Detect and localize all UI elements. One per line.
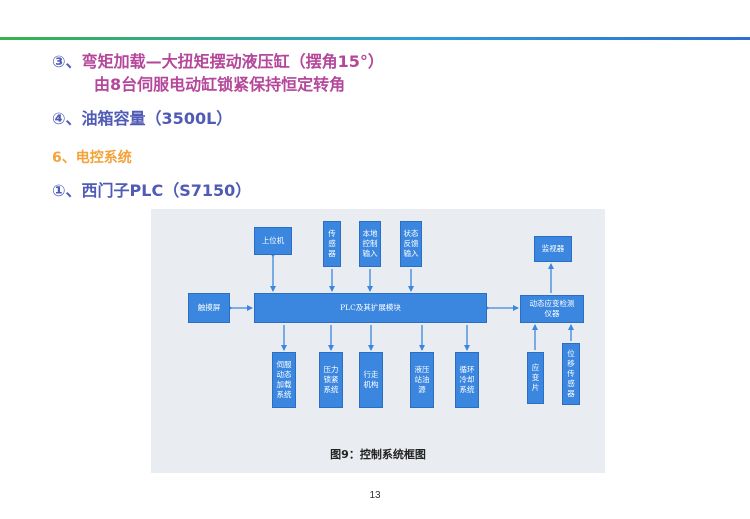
touchscreen-box: 触摸屏: [188, 293, 230, 323]
item-3-text: 弯矩加载—大扭矩摆动液压缸（摆角15°）: [81, 52, 384, 71]
servo-loading-system-box: 伺服动态加载系统: [272, 352, 296, 408]
local-control-input-box: 本地控制输入: [359, 221, 381, 267]
cooling-system-box: 循环冷却系统: [455, 352, 479, 408]
plc-module-box: PLC及其扩展模块: [254, 293, 487, 323]
item-3-line-2: 由8台伺服电动缸锁紧保持恒定转角: [94, 75, 346, 94]
header-divider-line: [0, 37, 750, 40]
sensor-box: 传感器: [323, 221, 341, 267]
monitor-box: 监视器: [534, 236, 572, 262]
section-6-heading: 6、电控系统: [52, 150, 132, 166]
hydraulic-station-box: 液压站油源: [410, 352, 434, 408]
item-3-number: ③、: [52, 52, 82, 71]
travel-mechanism-box: 行走机构: [359, 352, 383, 408]
control-system-diagram: 上位机 传感器 本地控制输入 状态反馈输入 监视器 触摸屏 PLC及其扩展模块 …: [151, 209, 605, 473]
pressure-locking-system-box: 压力锁紧系统: [319, 352, 343, 408]
strain-gauge-box: 应变片: [527, 352, 544, 404]
item-4: ④、油箱容量（3500L）: [52, 109, 233, 128]
page-number: 13: [369, 490, 381, 501]
diagram-caption: 图9：控制系统框图: [330, 448, 426, 461]
dynamic-strain-instrument-box: 动态应变检测仪器: [520, 295, 584, 323]
status-feedback-input-box: 状态反馈输入: [400, 221, 422, 267]
item-1: ①、西门子PLC（S7150）: [52, 181, 252, 200]
diagram-arrows: [227, 252, 574, 351]
item-3-line-1: ③、弯矩加载—大扭矩摆动液压缸（摆角15°）: [52, 52, 384, 72]
host-computer-box: 上位机: [254, 227, 292, 255]
displacement-sensor-box: 位移传感器: [562, 343, 580, 405]
